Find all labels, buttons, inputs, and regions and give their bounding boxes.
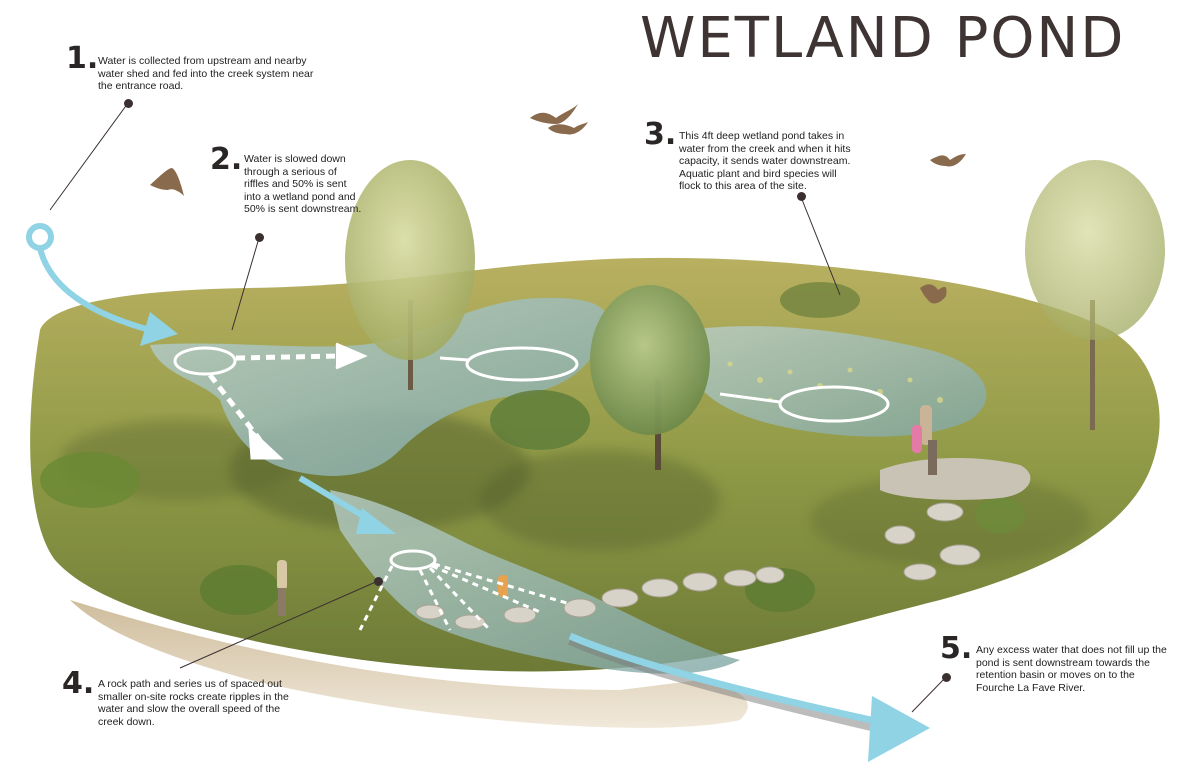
callout-3-dot <box>797 192 806 201</box>
callout-2-text: Water is slowed down through a serious o… <box>244 153 362 215</box>
callout-5-number: 5. <box>940 631 973 666</box>
stepping-rocks <box>415 502 981 630</box>
trees <box>345 160 1165 470</box>
callout-2-number: 2. <box>210 142 243 177</box>
flow-arrow-out <box>568 632 930 762</box>
flow-markers <box>173 342 890 632</box>
callout-3-text: This 4ft deep wetland pond takes in wate… <box>679 130 851 192</box>
callout-5-text: Any excess water that does not fill up t… <box>976 644 1167 694</box>
leader-lines <box>49 102 947 713</box>
page-title: WETLAND POND <box>640 6 1126 71</box>
callout-4-dot <box>374 577 383 586</box>
water <box>150 297 987 674</box>
birds <box>150 104 966 304</box>
people <box>277 405 937 616</box>
callout-5-dot <box>942 673 951 682</box>
flow-arrow-creek <box>298 475 396 534</box>
flow-arrow-in <box>26 223 178 346</box>
callout-3-number: 3. <box>644 117 677 152</box>
lily-pads <box>727 361 943 403</box>
callout-1-text: Water is collected from upstream and nea… <box>98 55 314 92</box>
callout-4-number: 4. <box>62 666 95 701</box>
shrubs <box>40 282 1025 615</box>
callout-1-number: 1. <box>66 41 99 76</box>
callout-1-dot <box>124 99 133 108</box>
callout-4-text: A rock path and series us of spaced out … <box>98 678 289 728</box>
callout-2-dot <box>255 233 264 242</box>
soil-edge <box>70 600 748 728</box>
overlook-rocks <box>880 458 1031 500</box>
